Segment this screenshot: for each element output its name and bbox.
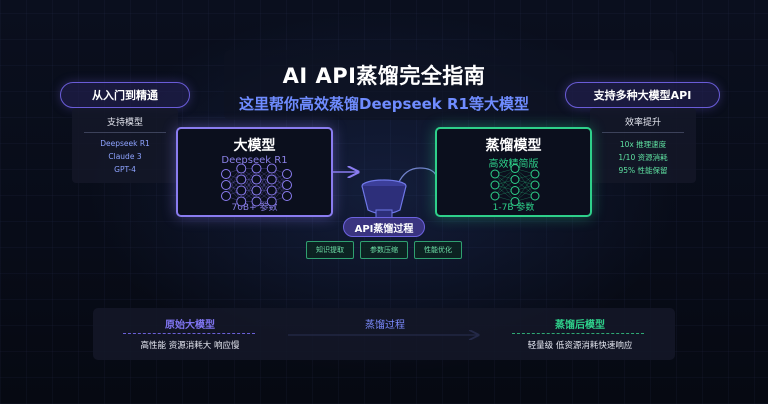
divider bbox=[84, 132, 166, 133]
model-item: Deepseek R1 bbox=[100, 139, 150, 148]
network-node bbox=[530, 169, 540, 179]
process-tag: 知识提取 bbox=[306, 241, 354, 259]
process-tag: 性能优化 bbox=[414, 241, 462, 259]
process-tag: 参数压缩 bbox=[360, 241, 408, 259]
network-node bbox=[251, 163, 262, 174]
network-node bbox=[530, 191, 540, 201]
network-node bbox=[266, 185, 277, 196]
network-edge bbox=[256, 168, 272, 202]
network-node bbox=[236, 196, 247, 207]
big-model-params: 70B+ 参数 bbox=[231, 203, 278, 213]
right-pill-label: 支持多种大模型API bbox=[593, 89, 692, 102]
network-node bbox=[251, 196, 262, 207]
network-node bbox=[510, 186, 520, 195]
pipe-line bbox=[397, 167, 437, 185]
network-node bbox=[510, 175, 520, 184]
network-edge bbox=[241, 168, 257, 202]
distilled-model-box: 蒸馏模型 高效精简版 1-7B 参数 bbox=[435, 127, 592, 217]
network-node bbox=[251, 185, 262, 196]
network-edge bbox=[241, 168, 257, 202]
model-item: GPT-4 bbox=[114, 165, 136, 174]
network-node bbox=[251, 174, 262, 185]
process-tag-label: 性能优化 bbox=[424, 246, 452, 254]
big-model-title: 大模型 bbox=[233, 138, 276, 154]
right-pill: 支持多种大模型API bbox=[565, 82, 720, 108]
network-node bbox=[221, 180, 231, 190]
network-node bbox=[282, 191, 292, 201]
network-node bbox=[221, 191, 231, 201]
distilled-neural-network bbox=[490, 164, 540, 206]
network-node bbox=[236, 185, 247, 196]
efficiency-item: 10x 推理速度 bbox=[619, 140, 667, 149]
process-tag-label: 参数压缩 bbox=[370, 246, 398, 254]
big-neural-network bbox=[221, 163, 292, 207]
supported-models-panel: 支持模型 Deepseek R1 Claude 3 GPT-4 bbox=[72, 108, 178, 183]
network-node bbox=[510, 164, 520, 173]
network-node bbox=[510, 197, 520, 206]
network-node bbox=[490, 180, 500, 190]
network-node bbox=[490, 191, 500, 201]
divider bbox=[602, 132, 684, 133]
distilled-result-label: 蒸馏后模型 bbox=[555, 320, 605, 331]
distilled-model-title: 蒸馏模型 bbox=[485, 138, 542, 154]
model-item: Claude 3 bbox=[108, 152, 142, 161]
network-node bbox=[266, 163, 277, 174]
page-title: AI API蒸馏完全指南 bbox=[282, 64, 486, 88]
network-node bbox=[221, 169, 231, 179]
process-tag-label: 知识提取 bbox=[316, 246, 344, 254]
distill-funnel-icon bbox=[361, 179, 407, 219]
network-edge bbox=[514, 173, 536, 202]
distilled-model-params: 1-7B 参数 bbox=[492, 203, 535, 213]
network-edge bbox=[256, 168, 272, 202]
efficiency-panel: 效率提升 10x 推理速度 1/10 资源消耗 95% 性能保留 bbox=[590, 108, 696, 183]
network-edge bbox=[494, 168, 516, 197]
network-node bbox=[236, 174, 247, 185]
big-model-subtitle: Deepseek R1 bbox=[221, 155, 288, 166]
network-node bbox=[282, 180, 292, 190]
process-label: API蒸馏过程 bbox=[354, 223, 414, 235]
network-edge bbox=[271, 173, 288, 202]
network-edge bbox=[225, 168, 242, 197]
left-pill: 从入门到精通 bbox=[60, 82, 190, 108]
efficiency-heading: 效率提升 bbox=[624, 118, 661, 128]
left-pill-label: 从入门到精通 bbox=[92, 89, 158, 102]
efficiency-item: 95% 性能保留 bbox=[618, 166, 668, 175]
network-edge bbox=[225, 173, 242, 202]
network-edge bbox=[271, 168, 288, 197]
process-pill: API蒸馏过程 bbox=[343, 217, 425, 237]
bottom-flow-panel bbox=[93, 308, 675, 360]
network-node bbox=[282, 169, 292, 179]
page-subtitle: 这里帮你高效蒸馏Deepseek R1等大模型 bbox=[239, 95, 529, 113]
dashed-divider bbox=[512, 333, 644, 334]
network-node bbox=[266, 174, 277, 185]
network-node bbox=[530, 180, 540, 190]
original-model-label: 原始大模型 bbox=[165, 320, 215, 331]
network-edge bbox=[494, 173, 516, 202]
network-node bbox=[266, 196, 277, 207]
dashed-divider bbox=[123, 333, 255, 334]
distill-process-label: 蒸馏过程 bbox=[365, 320, 405, 331]
supported-models-heading: 支持模型 bbox=[106, 118, 143, 128]
network-edge bbox=[514, 168, 536, 197]
distilled-result-desc: 轻量级 低资源消耗快速响应 bbox=[527, 341, 633, 351]
original-model-desc: 高性能 资源消耗大 响应慢 bbox=[140, 341, 240, 351]
network-node bbox=[490, 169, 500, 179]
efficiency-item: 1/10 资源消耗 bbox=[618, 153, 668, 162]
network-node bbox=[236, 163, 247, 174]
big-model-box: 大模型 Deepseek R1 70B+ 参数 bbox=[176, 127, 333, 217]
